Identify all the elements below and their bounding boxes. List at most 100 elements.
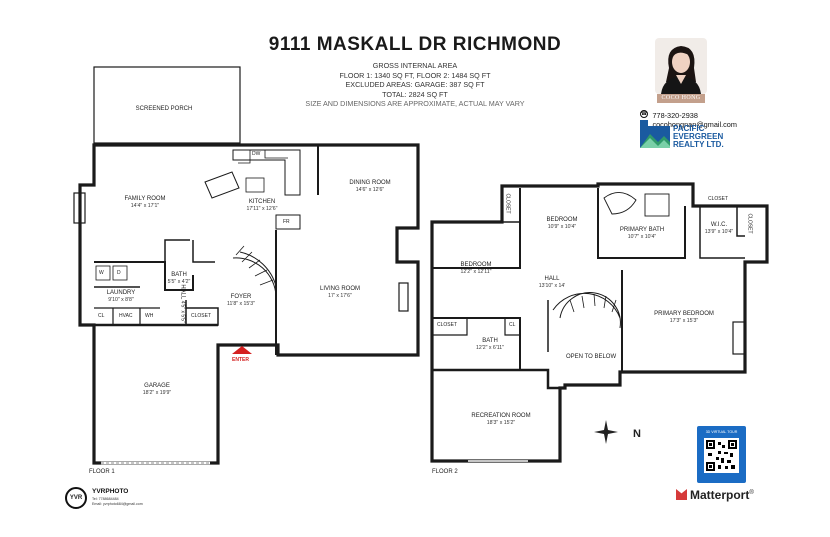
area-total: TOTAL: 2824 SQ FT (382, 89, 448, 99)
agent-photo (655, 38, 707, 94)
fixture-water-heater: WH (145, 313, 154, 319)
brokerage-logo: PACIFIC EVERGREEN REALTY LTD. (640, 124, 760, 150)
room-garage-dim: 18'2" x 19'9" (142, 390, 172, 396)
fixture-closet-bed1: CLOSET (504, 193, 511, 214)
room-dining-dim: 14'6" x 12'6" (355, 187, 385, 193)
room-living-dim: 17' x 17'6" (328, 293, 352, 299)
room-hall-1-dim: 4'5" x 5'5" (179, 300, 186, 323)
enter-label: ENTER (232, 357, 249, 363)
fixture-fridge: FR (283, 219, 290, 225)
room-hall-2-name: HALL (544, 276, 560, 282)
room-bath-1-name: BATH (171, 272, 187, 278)
listing-title: 9111 MASKALL DR RICHMOND (268, 34, 562, 55)
floor1-outer-wall (78, 143, 420, 465)
brokerage-name-2: EVERGREEN (673, 132, 724, 141)
room-bedroom-2-dim: 12'2" x 12'11" (460, 269, 492, 275)
matterport-mark: ® (749, 490, 754, 496)
area-heading: GROSS INTERNAL AREA (372, 61, 458, 70)
floor2-label: FLOOR 2 (432, 469, 458, 475)
room-laundry-dim: 9'10" x 8'8" (108, 297, 134, 303)
room-recreation-name: RECREATION ROOM (471, 413, 531, 419)
fixture-washer: W (99, 270, 104, 276)
room-wic-dim: 13'9" x 10'4" (704, 229, 734, 235)
agent-phone-row: ☎ 778-320-2938 (640, 105, 698, 123)
room-bedroom-1-name: BEDROOM (546, 217, 578, 223)
room-primary-bedroom-name: PRIMARY BEDROOM (654, 311, 714, 317)
room-kitchen-name: KITCHEN (248, 199, 276, 205)
matterport-name: Matterport (690, 488, 750, 502)
room-primary-bath-dim: 10'7" x 10'4" (627, 234, 657, 240)
room-primary-bedroom-dim: 17'3" x 15'3" (669, 318, 699, 324)
room-wic: W.I.C.13'9" x 10'4" (700, 222, 738, 236)
enter-arrow-icon (232, 346, 252, 354)
virtual-tour-label: 3D VIRTUAL TOUR (705, 430, 738, 434)
room-recreation-dim: 18'3" x 15'2" (486, 420, 516, 426)
room-kitchen-dim: 17'11" x 12'6" (246, 206, 278, 212)
room-bath-2-dim: 12'2" x 6'11" (475, 345, 505, 351)
fixture-closet-1: CLOSET (191, 313, 212, 319)
room-bath-2-name: BATH (482, 338, 498, 344)
photographer-tel: Tel: 7788684484 (92, 497, 119, 501)
fixture-closet-top: CLOSET (708, 196, 729, 202)
floor1-label: FLOOR 1 (89, 469, 115, 475)
fixture-dryer: D (117, 270, 121, 276)
room-foyer-dim: 11'8" x 15'3" (226, 301, 256, 307)
room-hall-2-dim: 13'10" x 14' (538, 283, 566, 289)
room-bath-1-dim: 5'5" x 4'2" (167, 279, 191, 285)
agent-phone[interactable]: 778-320-2938 (652, 111, 698, 120)
brokerage-name-3: REALTY LTD. (673, 140, 724, 149)
phone-icon: ☎ (640, 109, 648, 118)
agent-name: COCO HONG (657, 94, 705, 103)
virtual-tour-qr[interactable]: 3D VIRTUAL TOUR (697, 426, 746, 483)
room-screened-porch: SCREENED PORCH (135, 106, 193, 112)
matterport-icon (676, 489, 687, 500)
area-note: SIZE AND DIMENSIONS ARE APPROXIMATE, ACT… (305, 99, 525, 109)
matterport-logo: Matterport® (676, 488, 754, 502)
fixture-dishwasher: DW (252, 151, 261, 157)
room-living-name: LIVING ROOM (319, 286, 360, 292)
photographer-email: Email: yvrphoto684@gmail.com (92, 502, 143, 506)
fixture-closet-bed2: CLOSET (437, 322, 458, 328)
qr-code-icon (704, 438, 739, 473)
room-wic-name: W.I.C. (710, 222, 728, 228)
photographer-logo-icon: YVR (65, 487, 87, 509)
email-icon (640, 119, 648, 126)
fixture-closet-cl: CL (98, 313, 105, 319)
room-bedroom-2-name: BEDROOM (460, 262, 492, 268)
room-family-name: FAMILY ROOM (124, 196, 166, 202)
fixture-closet-wic: CLOSET (746, 213, 753, 234)
room-garage-name: GARAGE (144, 383, 170, 389)
photographer-name: YVRPHOTO (92, 488, 129, 495)
room-family-dim: 14'4" x 17'1" (130, 203, 160, 209)
brokerage-name-1: PACIFIC (673, 124, 705, 133)
room-primary-bath-name: PRIMARY BATH (619, 227, 665, 233)
porch-outline (93, 66, 241, 144)
compass-icon (594, 420, 618, 444)
area-floors: FLOOR 1: 1340 SQ FT, FLOOR 2: 1484 SQ FT (339, 70, 491, 80)
room-hall-1-name: HALL (179, 284, 186, 300)
area-summary: GROSS INTERNAL AREA FLOOR 1: 1340 SQ FT,… (260, 61, 570, 109)
agent-email[interactable]: cocohongnan@gmail.com (652, 120, 737, 129)
room-laundry-name: LAUNDRY (106, 290, 136, 296)
compass-north-label: N (633, 428, 641, 440)
room-bedroom-1-dim: 10'9" x 10'4" (547, 224, 577, 230)
agent-email-row: cocohongnan@gmail.com (640, 114, 737, 132)
area-excluded: EXCLUDED AREAS: GARAGE: 387 SQ FT (345, 80, 485, 90)
fixture-closet-cl-2: CL (509, 322, 516, 328)
